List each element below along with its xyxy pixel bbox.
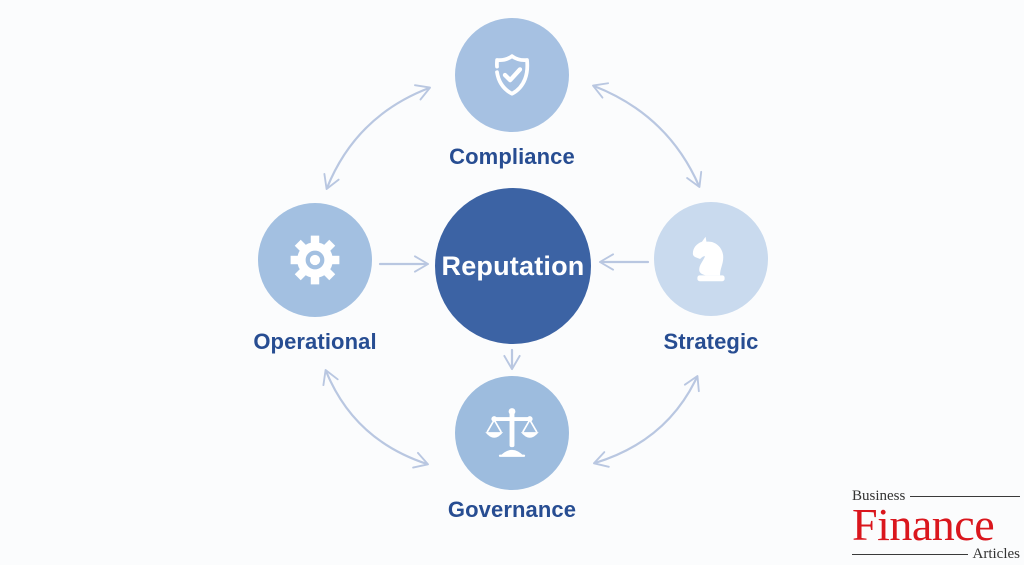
arc-operational-governance — [322, 369, 429, 469]
logo-business-text: Business — [852, 488, 906, 504]
logo-finance-text: Finance — [852, 499, 995, 550]
operational-circle — [258, 203, 372, 317]
strategic-label: Strategic — [663, 329, 759, 354]
reputation-label: Reputation — [441, 250, 585, 281]
compliance-circle — [455, 18, 569, 132]
scales-of-justice-icon — [485, 408, 539, 457]
governance-label: Governance — [447, 497, 577, 522]
reputation-circle: Reputation — [435, 188, 591, 344]
arc-operational-compliance — [323, 84, 431, 190]
logo-rule-top — [910, 496, 1020, 497]
governance-circle — [455, 376, 569, 490]
arc-compliance-strategic — [592, 82, 703, 188]
logo-articles-text: Articles — [972, 546, 1020, 563]
gear-icon — [290, 235, 340, 285]
strategic-circle — [654, 202, 768, 316]
arc-governance-strategic — [593, 375, 700, 468]
operational-label: Operational — [253, 329, 377, 354]
logo-top-row: Business — [852, 489, 1020, 504]
chess-knight-icon — [692, 236, 725, 282]
brand-logo: Business Finance Articles — [852, 489, 1020, 562]
logo-bottom-row: Articles — [852, 547, 1020, 562]
compliance-label: Compliance — [449, 144, 575, 169]
logo-rule-bottom — [852, 554, 968, 556]
shield-check-icon — [495, 54, 530, 96]
